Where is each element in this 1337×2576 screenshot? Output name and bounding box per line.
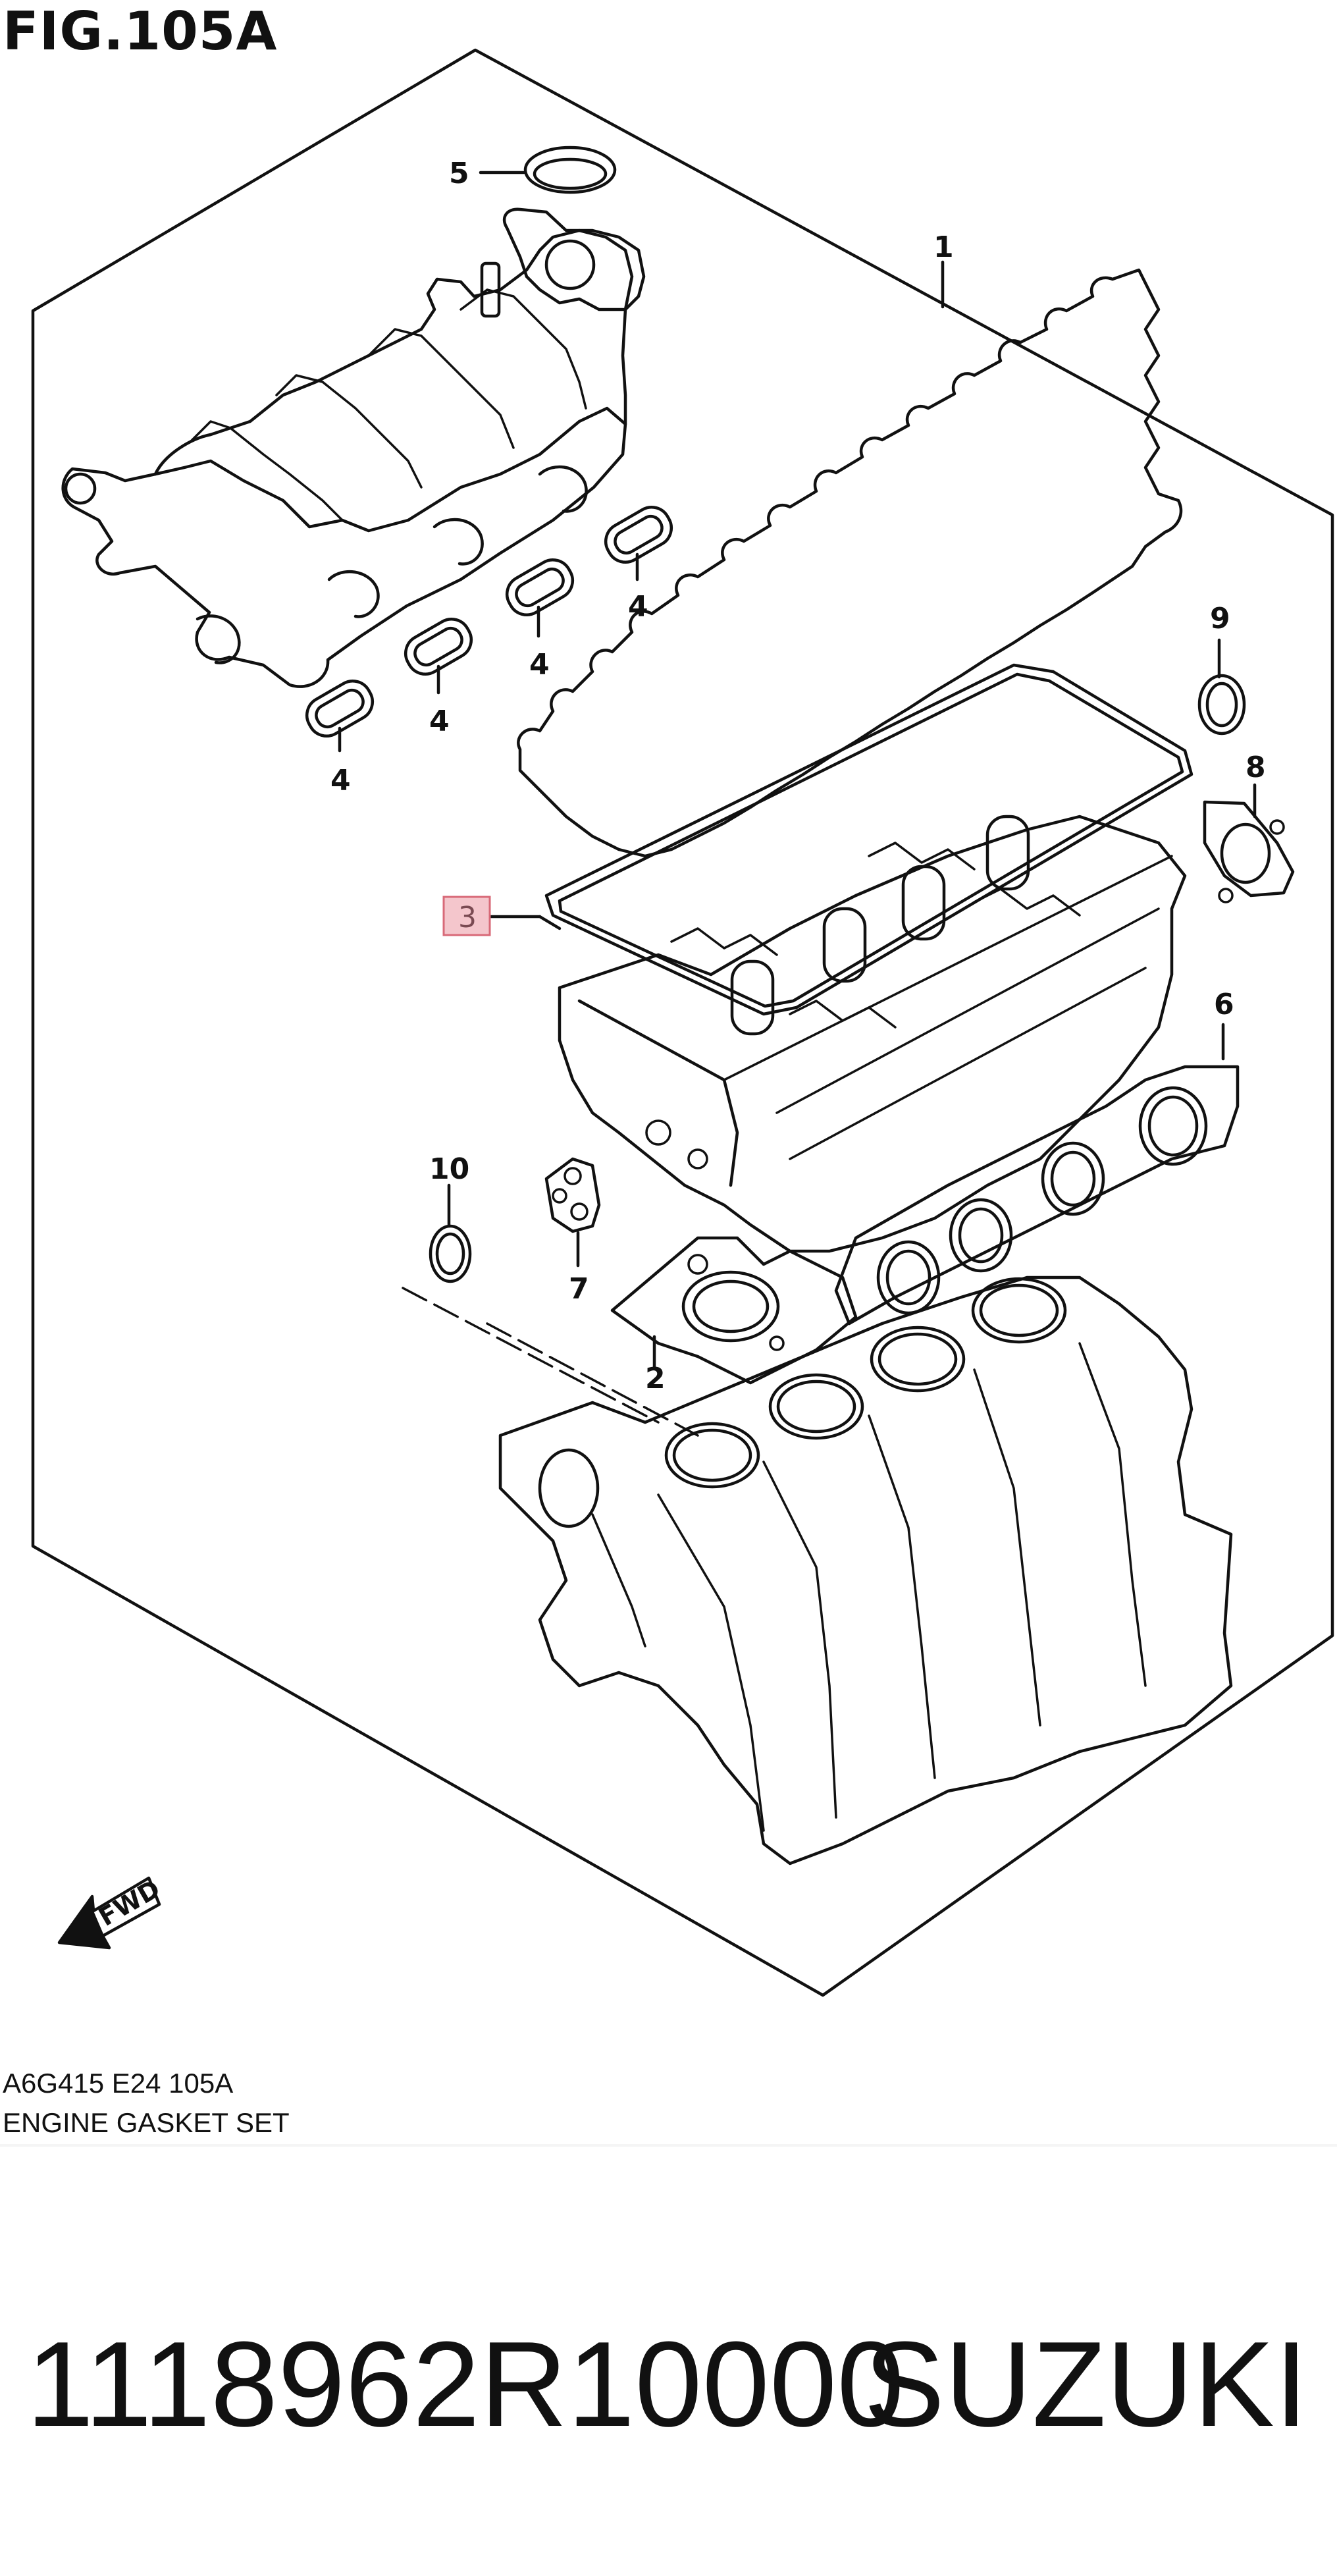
callout-4-a: 4 — [330, 726, 351, 797]
valve-cover-gasket-3 — [517, 268, 1193, 1016]
callout-label: 8 — [1245, 751, 1266, 784]
callout-4-c: 4 — [529, 605, 550, 682]
callout-6: 6 — [1214, 988, 1234, 1061]
gasket-7 — [544, 1157, 601, 1233]
part-number: 1118962R10000 — [26, 2316, 904, 2452]
callout-8: 8 — [1245, 751, 1266, 818]
callout-label: 2 — [645, 1362, 666, 1395]
callout-label: 6 — [1214, 988, 1234, 1021]
gasket-8 — [1203, 800, 1295, 903]
figure-code: A6G415 E24 105A — [3, 2068, 234, 2099]
callout-label: 3 — [458, 901, 477, 934]
cylinder-head — [558, 815, 1187, 1253]
intake-manifold — [61, 207, 646, 688]
callout-2: 2 — [645, 1335, 666, 1395]
callout-label: 1 — [933, 230, 954, 264]
fwd-arrow-icon: FWD — [57, 1874, 165, 1950]
fwd-label: FWD — [94, 1874, 165, 1932]
intake-gaskets-4 — [305, 506, 673, 738]
callout-label: 4 — [330, 764, 351, 797]
callout-4-d: 4 — [628, 552, 648, 624]
exhaust-manifold-gasket-6 — [834, 1065, 1240, 1326]
o-ring-5 — [523, 146, 617, 194]
callout-7: 7 — [569, 1231, 589, 1306]
callout-10: 10 — [429, 1152, 469, 1228]
callout-1: 1 — [933, 230, 954, 309]
callout-5: 5 — [449, 157, 526, 190]
brand-name: SUZUKI — [864, 2316, 1308, 2452]
callout-label: 9 — [1210, 602, 1230, 635]
callout-3: 3 — [442, 896, 562, 936]
highlight-box — [442, 896, 491, 936]
head-gasket-2 — [610, 1236, 858, 1385]
divider — [0, 2144, 1337, 2147]
callout-label: 7 — [569, 1272, 589, 1306]
o-ring-10 — [429, 1224, 472, 1283]
cylinder-block — [498, 1275, 1233, 1865]
o-ring-9 — [1197, 674, 1246, 736]
callout-label: 4 — [529, 648, 550, 682]
callout-label: 5 — [449, 157, 469, 190]
callout-label: 4 — [429, 705, 450, 738]
callout-label: 10 — [429, 1152, 469, 1186]
callout-4-b: 4 — [429, 664, 450, 738]
figure-name: ENGINE GASKET SET — [3, 2107, 290, 2138]
callout-9: 9 — [1210, 602, 1230, 679]
figure-title: FIG.105A — [3, 1, 278, 62]
callout-label: 4 — [628, 590, 648, 624]
diagram-frame — [31, 48, 1334, 1997]
exploded-view-diagram: FWD 5 1 4 4 4 4 9 — [31, 48, 1334, 1997]
